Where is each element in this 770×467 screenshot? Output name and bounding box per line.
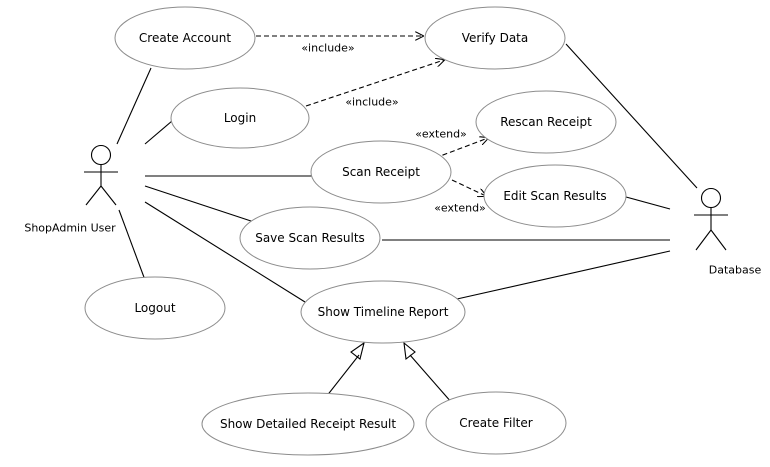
stereotype-extend-1: «extend» [415, 128, 467, 141]
assoc-db-show-timeline-report [456, 250, 671, 300]
extend-rescan-scan-receipt [434, 138, 488, 159]
use-case-show-detailed-receipt-result[interactable]: Show Detailed Receipt Result [201, 392, 415, 456]
use-case-save-scan-results[interactable]: Save Scan Results [239, 206, 381, 270]
use-case-show-timeline-report[interactable]: Show Timeline Report [300, 280, 466, 344]
use-case-create-account[interactable]: Create Account [114, 6, 256, 70]
generalization-filter-to-timeline [409, 354, 453, 404]
use-case-rescan-receipt[interactable]: Rescan Receipt [475, 90, 617, 154]
stereotype-include-1: «include» [301, 42, 354, 55]
use-case-label: Rescan Receipt [500, 115, 592, 129]
use-case-label: Show Timeline Report [318, 305, 449, 319]
use-case-label: Scan Receipt [342, 165, 420, 179]
use-case-logout[interactable]: Logout [84, 276, 226, 340]
generalization-arrowhead-right [403, 341, 416, 361]
use-case-label: Save Scan Results [255, 231, 365, 245]
assoc-user-create-account [116, 67, 152, 145]
generalization-arrowhead-left [350, 341, 365, 360]
stereotype-extend-2: «extend» [434, 202, 486, 215]
assoc-user-save-scan-results [144, 185, 255, 223]
assoc-user-logout [118, 209, 146, 281]
extend-edit-scan-receipt [451, 179, 486, 196]
actor-shopadmin-user[interactable]: ShopAdmin User [24, 144, 118, 235]
use-case-scan-receipt[interactable]: Scan Receipt [310, 140, 452, 204]
assoc-user-show-timeline-report [144, 201, 306, 303]
stick-figure-icon [84, 144, 118, 206]
assoc-user-login [144, 120, 173, 145]
use-case-verify-data[interactable]: Verify Data [424, 6, 566, 70]
stick-figure-icon [694, 187, 728, 251]
use-case-label: Login [224, 111, 256, 125]
include-login-verify-data [305, 60, 444, 107]
actor-database[interactable]: Database [694, 187, 762, 277]
use-case-label: Verify Data [462, 31, 529, 45]
generalization-detailed-to-timeline [325, 354, 360, 398]
actor-label: ShopAdmin User [24, 222, 116, 235]
stereotype-include-2: «include» [345, 96, 398, 109]
actor-label: Database [709, 264, 762, 277]
use-case-label: Create Filter [459, 416, 532, 430]
assoc-db-edit-scan-results [625, 196, 671, 210]
use-case-label: Logout [134, 301, 175, 315]
use-case-label: Create Account [139, 31, 231, 45]
use-case-create-filter[interactable]: Create Filter [425, 391, 567, 455]
assoc-db-verify-data [565, 43, 698, 189]
use-case-label: Show Detailed Receipt Result [220, 417, 396, 431]
use-case-edit-scan-results[interactable]: Edit Scan Results [483, 164, 627, 228]
use-case-login[interactable]: Login [170, 87, 310, 149]
use-case-label: Edit Scan Results [503, 189, 606, 203]
